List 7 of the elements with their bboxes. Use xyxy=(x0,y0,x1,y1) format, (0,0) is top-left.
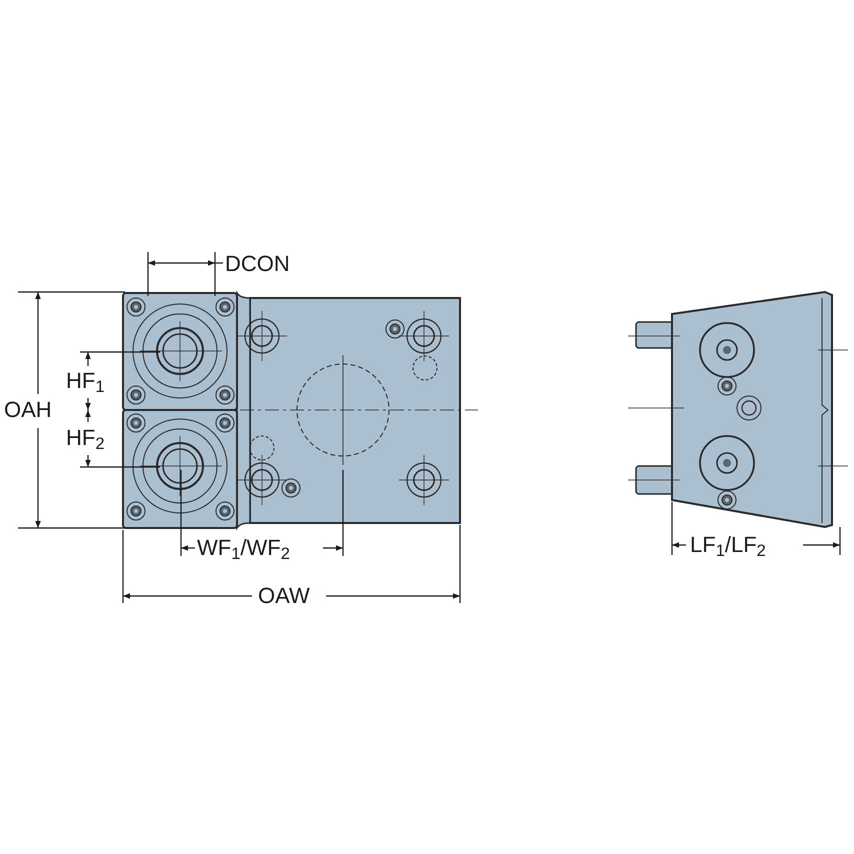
dimension-label: LF$_{1}$/LF$_{2}$ xyxy=(690,531,766,559)
dimension-label: DCON xyxy=(225,250,290,278)
dimension-label: OAH xyxy=(4,396,52,424)
dimension-label: OAW xyxy=(258,582,310,610)
dimension-label: WF$_{1}$/WF$_{2}$ xyxy=(197,534,290,562)
dimension-label: HF$_{2}$ xyxy=(66,424,105,452)
dimension-label: HF$_{1}$ xyxy=(66,367,105,395)
